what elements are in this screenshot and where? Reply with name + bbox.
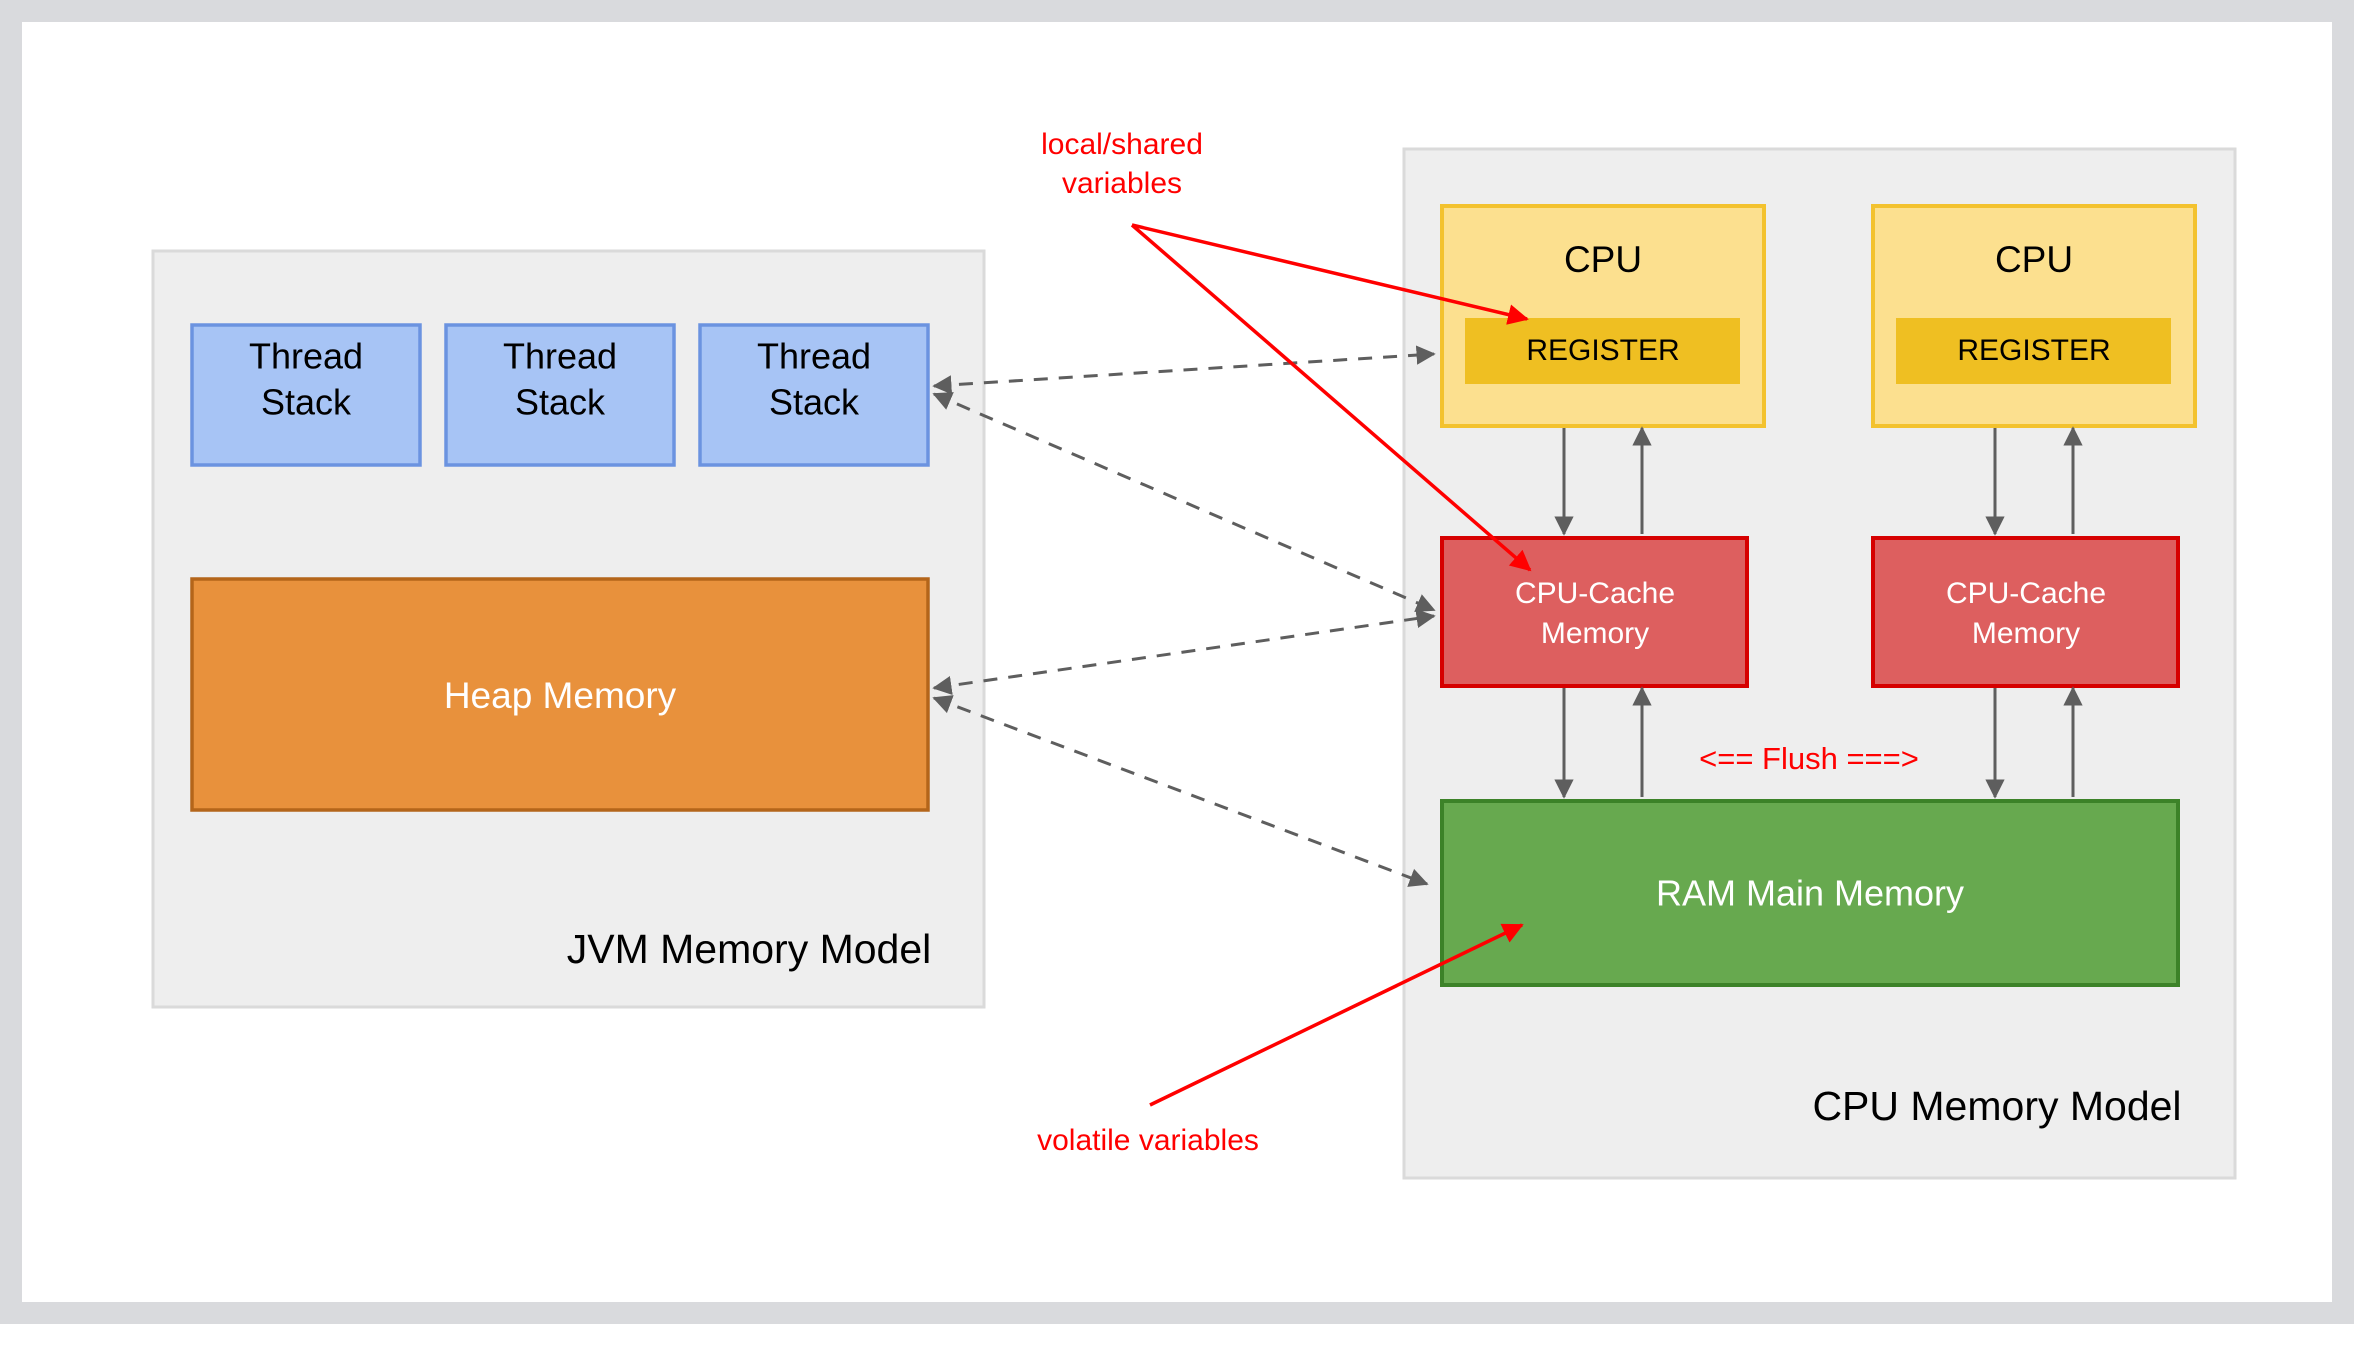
cpu-memory-model-group: CPU REGISTER CPU REGISTER CPU-Cache Memo… bbox=[1402, 147, 2237, 1180]
thread-stack-rect-2 bbox=[444, 323, 676, 467]
cpu-cache-label-2-line2: Memory bbox=[1972, 617, 2080, 650]
thread-stack-label-1-line2: Stack bbox=[261, 382, 352, 423]
volatile-variables-label: volatile variables bbox=[1037, 1124, 1259, 1157]
cpu-cache-rect-1 bbox=[1440, 536, 1749, 688]
thread-stack-label-2-line1: Thread bbox=[503, 336, 617, 377]
annotation-arrow-to-register bbox=[1131, 223, 1529, 325]
cpu-cache-label-1-line1: CPU-Cache bbox=[1515, 577, 1675, 610]
annotation-arrow-to-ram bbox=[1149, 923, 1524, 1107]
cpu-core-box-2[interactable]: CPU REGISTER bbox=[1871, 204, 2197, 428]
heap-memory-label: Heap Memory bbox=[444, 675, 677, 716]
thread-stack-label-3-line1: Thread bbox=[757, 336, 871, 377]
cpu-label-1: CPU bbox=[1564, 239, 1642, 280]
cpu-rect-2 bbox=[1871, 204, 2197, 428]
ram-main-memory-box[interactable]: RAM Main Memory bbox=[1440, 799, 2180, 987]
local-shared-variables-label-line2: variables bbox=[1062, 167, 1182, 200]
jvm-memory-model-group: Thread Stack Thread Stack Thread Stack bbox=[151, 249, 986, 1009]
jvm-cpu-dashed-connections bbox=[932, 345, 1436, 887]
annotation-arrow-to-cpu-cache bbox=[1130, 223, 1532, 572]
cpu-cache-rect-2 bbox=[1871, 536, 2180, 688]
register-label-2: REGISTER bbox=[1957, 334, 2110, 367]
ram-main-memory-rect bbox=[1440, 799, 2180, 987]
register-rect-1[interactable] bbox=[1465, 318, 1740, 384]
local-shared-variables-label-line1: local/shared bbox=[1041, 128, 1203, 161]
cpu-cache-box-1[interactable]: CPU-Cache Memory bbox=[1440, 536, 1749, 688]
register-rect-2[interactable] bbox=[1896, 318, 2171, 384]
cpu-rect-1 bbox=[1440, 204, 1766, 428]
cpu-cache-label-1-line2: Memory bbox=[1541, 617, 1649, 650]
dashed-heap-cpucache bbox=[932, 608, 1436, 696]
thread-stack-label-2-line2: Stack bbox=[515, 382, 606, 423]
annotation-local-shared-variables: local/shared variables bbox=[1041, 128, 1532, 572]
thread-stack-label-1-line1: Thread bbox=[249, 336, 363, 377]
thread-stack-rect-3 bbox=[698, 323, 930, 467]
thread-stack-label-3-line2: Stack bbox=[769, 382, 860, 423]
cpu-cache-label-2-line1: CPU-Cache bbox=[1946, 577, 2106, 610]
dashed-threadstack-register bbox=[932, 345, 1436, 395]
jvm-panel-title: JVM Memory Model bbox=[567, 926, 932, 972]
annotation-volatile-variables: volatile variables bbox=[1037, 923, 1524, 1157]
cpu-panel-title: CPU Memory Model bbox=[1812, 1083, 2181, 1129]
thread-stack-box-1[interactable]: Thread Stack bbox=[190, 323, 422, 467]
dashed-threadstack-cpucache bbox=[932, 392, 1436, 612]
diagram-canvas: Thread Stack Thread Stack Thread Stack bbox=[22, 22, 2354, 1346]
register-label-1: REGISTER bbox=[1526, 334, 1679, 367]
ram-main-memory-label: RAM Main Memory bbox=[1656, 873, 1964, 914]
thread-stack-rect-1 bbox=[190, 323, 422, 467]
heap-memory-rect bbox=[190, 577, 930, 812]
dashed-heap-ram bbox=[932, 695, 1429, 887]
cpu-label-2: CPU bbox=[1995, 239, 2073, 280]
cpu-cache-box-2[interactable]: CPU-Cache Memory bbox=[1871, 536, 2180, 688]
thread-stack-box-3[interactable]: Thread Stack bbox=[698, 323, 930, 467]
heap-memory-box[interactable]: Heap Memory bbox=[190, 577, 930, 812]
flush-label: <== Flush ===> bbox=[1699, 741, 1919, 776]
memory-model-diagram: Thread Stack Thread Stack Thread Stack bbox=[151, 128, 2237, 1180]
cpu-core-box-1[interactable]: CPU REGISTER bbox=[1440, 204, 1766, 428]
thread-stack-box-2[interactable]: Thread Stack bbox=[444, 323, 676, 467]
